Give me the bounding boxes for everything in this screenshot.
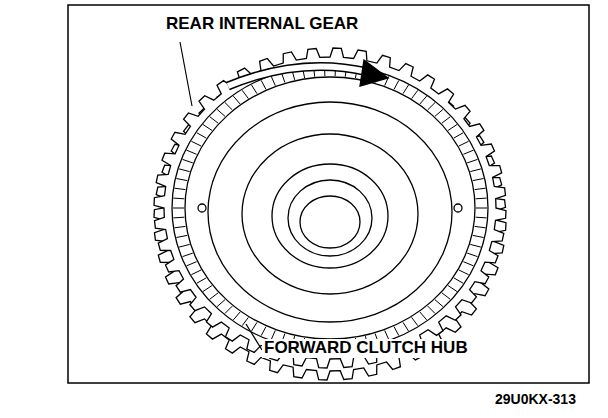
hub-spline-teeth xyxy=(154,48,506,368)
gear-drawing xyxy=(154,48,506,380)
internal-teeth xyxy=(173,66,487,350)
part-name: FORWARD CLUTCH HUB xyxy=(262,339,470,358)
hole xyxy=(454,204,462,212)
gear-rim xyxy=(172,65,488,351)
rotation-arrow-fill xyxy=(228,66,368,86)
hub-outer xyxy=(272,164,388,268)
inner-disc xyxy=(208,102,452,322)
part-name: REAR INTERNAL GEAR xyxy=(164,15,360,34)
hub-bore xyxy=(288,180,372,256)
figure-frame xyxy=(68,5,589,383)
leader-line xyxy=(246,324,262,350)
teeth-root xyxy=(185,77,475,339)
rotation-arrow xyxy=(228,66,368,86)
figure-code: 29U0KX-313 xyxy=(493,392,578,407)
disc-step xyxy=(242,134,418,294)
hub-bore-inner xyxy=(300,196,360,248)
leader-line xyxy=(180,42,192,106)
arrow-head xyxy=(360,60,388,86)
hole xyxy=(198,204,206,212)
